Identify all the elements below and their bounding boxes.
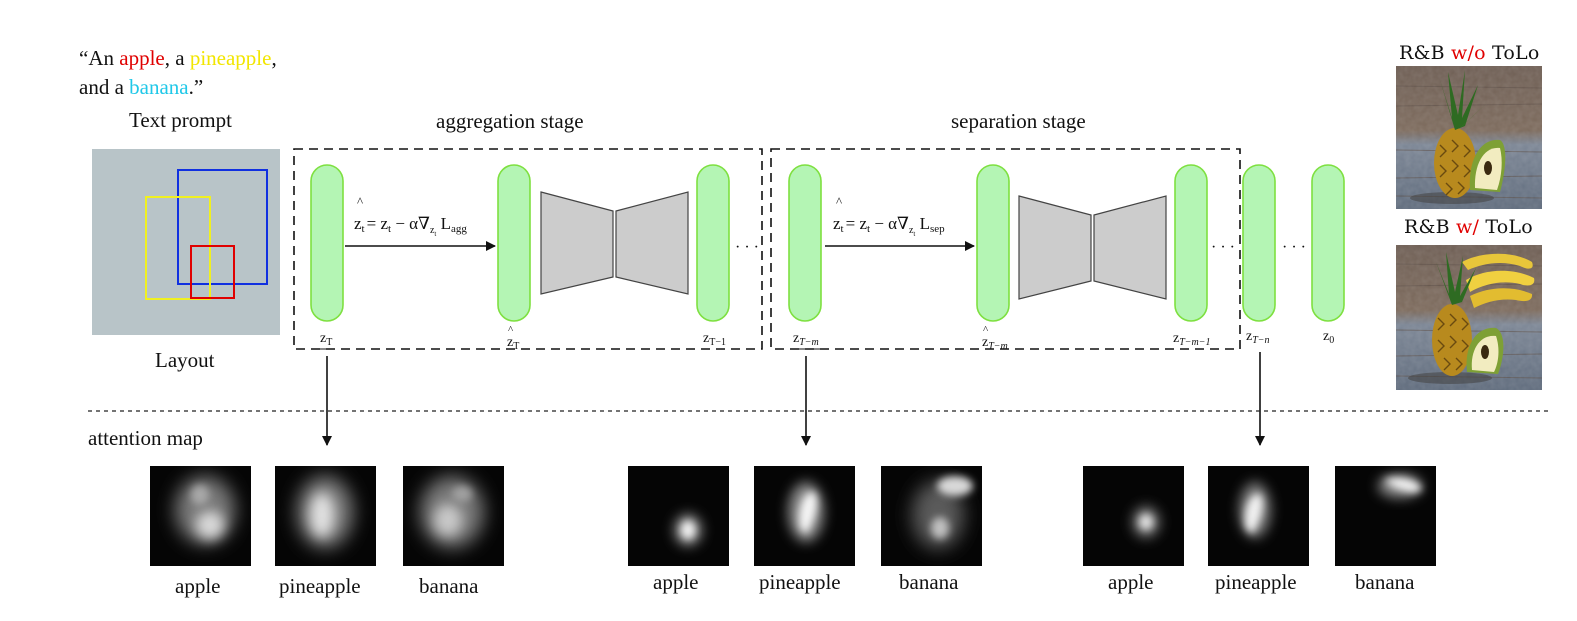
svg-text:^: ^ bbox=[508, 324, 514, 336]
result-without-highlight: w/o bbox=[1451, 42, 1486, 64]
attn-map-1-apple bbox=[150, 466, 251, 566]
ellipsis-final: · · · bbox=[1282, 239, 1306, 256]
result-with-highlight: w/ bbox=[1456, 216, 1480, 238]
text-prompt-line-2: and a banana.” bbox=[79, 77, 203, 98]
attn-label-2-pineapple: pineapple bbox=[759, 570, 841, 594]
aggregation-equation: ^ zt= zt − α∇zt Lagg bbox=[354, 194, 467, 238]
latent-capsules bbox=[310, 164, 1345, 322]
svg-text:^: ^ bbox=[357, 194, 363, 209]
svg-text:zt= zt − α∇zt Lagg: zt= zt − α∇zt Lagg bbox=[354, 214, 467, 238]
attn-map-2-pineapple bbox=[754, 466, 855, 566]
layout-background bbox=[92, 149, 280, 335]
layout-box-pineapple bbox=[145, 196, 211, 300]
attn-label-1-banana: banana bbox=[419, 574, 479, 598]
svg-text:^: ^ bbox=[983, 324, 989, 336]
prompt-apple: apple bbox=[119, 46, 165, 70]
label-zT-hat: zT bbox=[507, 335, 519, 352]
attention-map-title: attention map bbox=[88, 426, 203, 450]
layout-box-banana bbox=[177, 169, 268, 285]
label-zT-1: zT−1 bbox=[703, 331, 726, 348]
separation-stage-box bbox=[770, 148, 1241, 350]
latent-z0 bbox=[1311, 164, 1345, 322]
unet-aggregation bbox=[540, 191, 689, 295]
attn-label-3-banana: banana bbox=[1355, 570, 1415, 594]
latent-zT-m-1 bbox=[1174, 164, 1208, 322]
layout-box-apple bbox=[190, 245, 235, 299]
attn-map-3-apple bbox=[1083, 466, 1184, 566]
svg-text:^: ^ bbox=[836, 194, 842, 209]
latent-zT-hat bbox=[497, 164, 531, 322]
latent-zT-m bbox=[788, 164, 822, 322]
svg-text:zt= zt − α∇zt Lsep: zt= zt − α∇zt Lsep bbox=[833, 214, 945, 238]
attn-map-2-banana bbox=[881, 466, 982, 566]
layout-caption: Layout bbox=[155, 348, 215, 372]
result-image-with-tolo bbox=[1396, 245, 1542, 390]
latent-zT-1 bbox=[696, 164, 730, 322]
text-prompt-caption: Text prompt bbox=[129, 108, 232, 132]
prompt-text: , bbox=[271, 46, 277, 70]
prompt-text: “An bbox=[79, 46, 120, 70]
separation-stage-title: separation stage bbox=[951, 109, 1086, 133]
aggregation-stage-box bbox=[293, 148, 763, 350]
separation-equation: ^ zt= zt − α∇zt Lsep bbox=[833, 194, 945, 238]
text-prompt-line-1: “An apple, a pineapple, bbox=[79, 48, 277, 69]
result-with-title: R&B w/ ToLo bbox=[1404, 216, 1533, 238]
unet-separation bbox=[1018, 195, 1167, 300]
label-zT-m: zT−m bbox=[793, 331, 819, 348]
label-zT: zT bbox=[320, 331, 332, 348]
ellipsis-aggregation: · · · bbox=[735, 239, 759, 256]
attn-map-2-apple bbox=[628, 466, 729, 566]
prompt-banana: banana bbox=[129, 75, 189, 99]
attn-label-3-apple: apple bbox=[1108, 570, 1154, 594]
result-image-without-tolo bbox=[1396, 66, 1542, 209]
label-zT-m-1: zT−m−1 bbox=[1173, 331, 1211, 348]
prompt-text: and a bbox=[79, 75, 130, 99]
layout-panel bbox=[92, 149, 280, 335]
attn-label-2-banana: banana bbox=[899, 570, 959, 594]
attn-label-3-pineapple: pineapple bbox=[1215, 570, 1297, 594]
label-zT-m-hat: zT−m bbox=[982, 335, 1008, 352]
latent-zT-n bbox=[1242, 164, 1276, 322]
attn-map-1-pineapple bbox=[275, 466, 376, 566]
attn-label-2-apple: apple bbox=[653, 570, 699, 594]
attn-map-1-banana bbox=[403, 466, 504, 566]
result-without-title: R&B w/o ToLo bbox=[1399, 42, 1540, 64]
ellipsis-separation: · · · bbox=[1211, 239, 1235, 256]
prompt-text: .” bbox=[188, 75, 204, 99]
label-z0: z0 bbox=[1323, 329, 1334, 346]
prompt-text: , a bbox=[164, 46, 190, 70]
attn-map-3-pineapple bbox=[1208, 466, 1309, 566]
attn-label-1-pineapple: pineapple bbox=[279, 574, 361, 598]
prompt-pineapple: pineapple bbox=[189, 46, 272, 70]
attn-label-1-apple: apple bbox=[175, 574, 221, 598]
latent-zT-m-hat bbox=[976, 164, 1010, 322]
latent-labels: zT ^ zT zT−1 zT−m ^ zT−m zT−m−1 zT−n z0 bbox=[320, 324, 1334, 352]
latent-zT bbox=[310, 164, 344, 322]
attn-map-3-banana bbox=[1335, 466, 1436, 566]
label-zT-n: zT−n bbox=[1246, 329, 1270, 346]
aggregation-stage-title: aggregation stage bbox=[436, 109, 584, 133]
